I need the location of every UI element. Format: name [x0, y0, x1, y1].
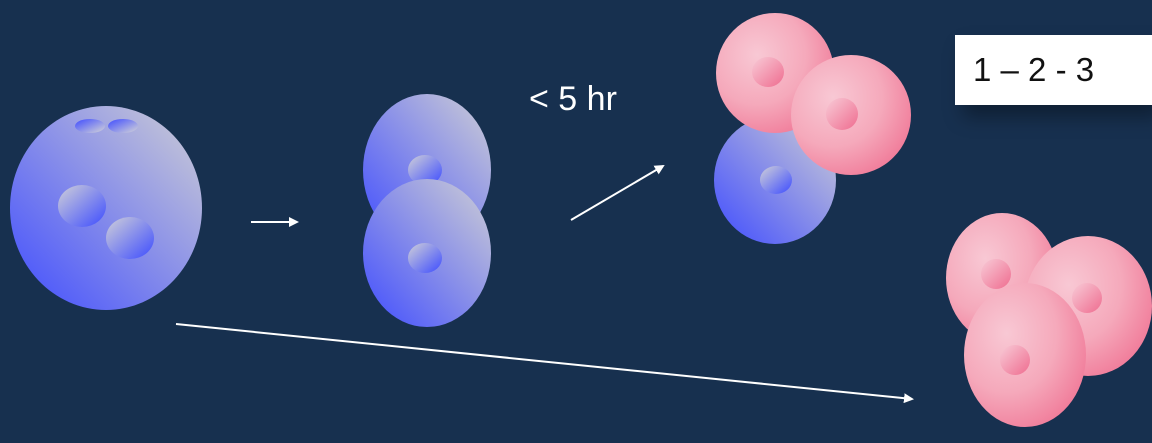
dividing-cell-bottom-nucleus	[408, 243, 442, 273]
mother-cell-bud-left	[75, 119, 105, 133]
three-cell-cluster	[714, 13, 911, 244]
mother-cell-nucleus-2	[106, 217, 154, 259]
time-label: < 5 hr	[529, 80, 617, 118]
dividing-cell-top-nucleus	[408, 155, 442, 185]
mother-cell-bud-right	[108, 119, 138, 133]
mother-cell-body	[10, 106, 202, 310]
arrow-2	[570, 164, 665, 221]
sequence-label: 1 – 2 - 3	[973, 51, 1095, 88]
arrow-3	[175, 323, 914, 404]
pink-cluster-cell-3-nucleus	[1000, 345, 1030, 375]
cluster-pink-cell-1-nucleus	[752, 57, 784, 87]
pink-cell-cluster	[946, 213, 1152, 427]
cluster-blue-cell-nucleus	[760, 166, 792, 194]
mother-cell	[10, 106, 202, 310]
sequence-label-box: 1 – 2 - 3	[955, 35, 1152, 105]
dividing-cell	[363, 94, 491, 327]
cluster-pink-cell-2-nucleus	[826, 98, 858, 130]
pink-cluster-cell-2-nucleus	[1072, 283, 1102, 313]
pink-cluster-cell-1-nucleus	[981, 259, 1011, 289]
mother-cell-nucleus-1	[58, 185, 106, 227]
